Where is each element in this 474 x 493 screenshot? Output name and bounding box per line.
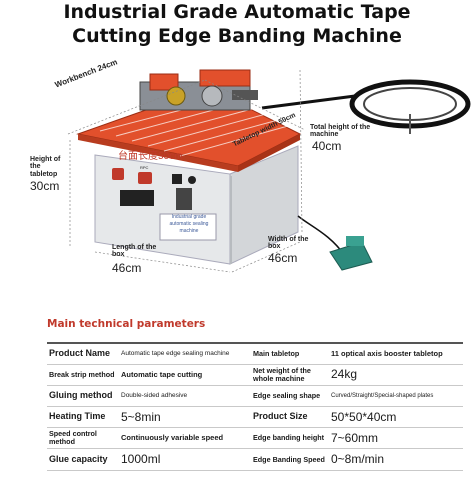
spec-value: Double-sided adhesive <box>119 384 251 408</box>
tabletop-height-label: Height of the tabletop <box>30 156 61 178</box>
box-width-value: 46cm <box>268 251 298 265</box>
panel-brand-line-2: automatic sealing <box>169 221 209 227</box>
control-label: RPC <box>140 165 149 170</box>
total-height-value: 40cm <box>312 139 342 153</box>
panel-overlay-text: 台面长度50cm <box>118 151 183 162</box>
spec-key: Product Size <box>251 406 329 429</box>
spec-value: 7~60mm <box>329 427 463 450</box>
title-line-2: Cutting Edge Banding Machine <box>72 25 402 47</box>
spec-value: Curved/Straight/Special-shaped plates <box>329 384 463 408</box>
spec-key: Net weight of the whole machine <box>251 363 329 386</box>
spec-key: Glue capacity <box>47 448 119 471</box>
spec-value: 24kg <box>329 363 463 386</box>
table-row: Gluing method Double-sided adhesive Edge… <box>47 384 463 408</box>
spec-key: Main tabletop <box>251 341 329 365</box>
total-height-label: Total height of the machine <box>310 124 371 139</box>
spec-key: Product Name <box>47 341 119 365</box>
box-length-label: Length of the box <box>112 244 157 259</box>
machine-illustration <box>67 69 471 273</box>
spec-key: Edge sealing shape <box>251 384 329 408</box>
tabletop-height-value: 30cm <box>30 179 60 193</box>
tape-coil <box>261 79 471 134</box>
table-row: Heating Time 5~8min Product Size 50*50*4… <box>47 406 463 429</box>
spec-value: 50*50*40cm <box>329 406 463 429</box>
spec-value: 0~8m/min <box>329 448 463 471</box>
box-width-label: Width of the box <box>268 236 309 251</box>
dimension-lines <box>67 69 306 273</box>
banding-head <box>139 69 258 111</box>
spec-key: Heating Time <box>47 406 119 429</box>
spec-value: Automatic tape cutting <box>119 363 251 386</box>
table-row: Break strip method Automatic tape cuttin… <box>47 363 463 386</box>
machine-diagram: Workbench 24cm Tabletop width 50cm Total… <box>0 56 474 278</box>
specs-table: Product Name Automatic tape edge sealing… <box>47 341 463 471</box>
foot-pedal <box>297 215 373 271</box>
params-title: Main technical parameters <box>47 318 206 330</box>
machine-body <box>94 145 299 265</box>
panel-brand-line-1: Industrial grade <box>171 214 207 220</box>
spec-key: Speed control method <box>47 427 119 450</box>
title-line-1: Industrial Grade Automatic Tape <box>63 1 411 23</box>
panel-brand-line-3: machine <box>179 228 199 234</box>
spec-value: Continuously variable speed <box>119 427 251 450</box>
spec-key: Break strip method <box>47 363 119 386</box>
spec-value: 11 optical axis booster tabletop <box>329 341 463 365</box>
table-row: Product Name Automatic tape edge sealing… <box>47 341 463 365</box>
spec-key: Edge banding height <box>251 427 329 450</box>
table-row: Glue capacity 1000ml Edge Banding Speed … <box>47 448 463 471</box>
spec-value: 5~8min <box>119 406 251 429</box>
box-length-value: 46cm <box>112 261 142 275</box>
spec-value: Automatic tape edge sealing machine <box>119 341 251 365</box>
table-row: Speed control method Continuously variab… <box>47 427 463 450</box>
spec-key: Gluing method <box>47 384 119 408</box>
spec-value: 1000ml <box>119 448 251 471</box>
spec-key: Edge Banding Speed <box>251 448 329 471</box>
